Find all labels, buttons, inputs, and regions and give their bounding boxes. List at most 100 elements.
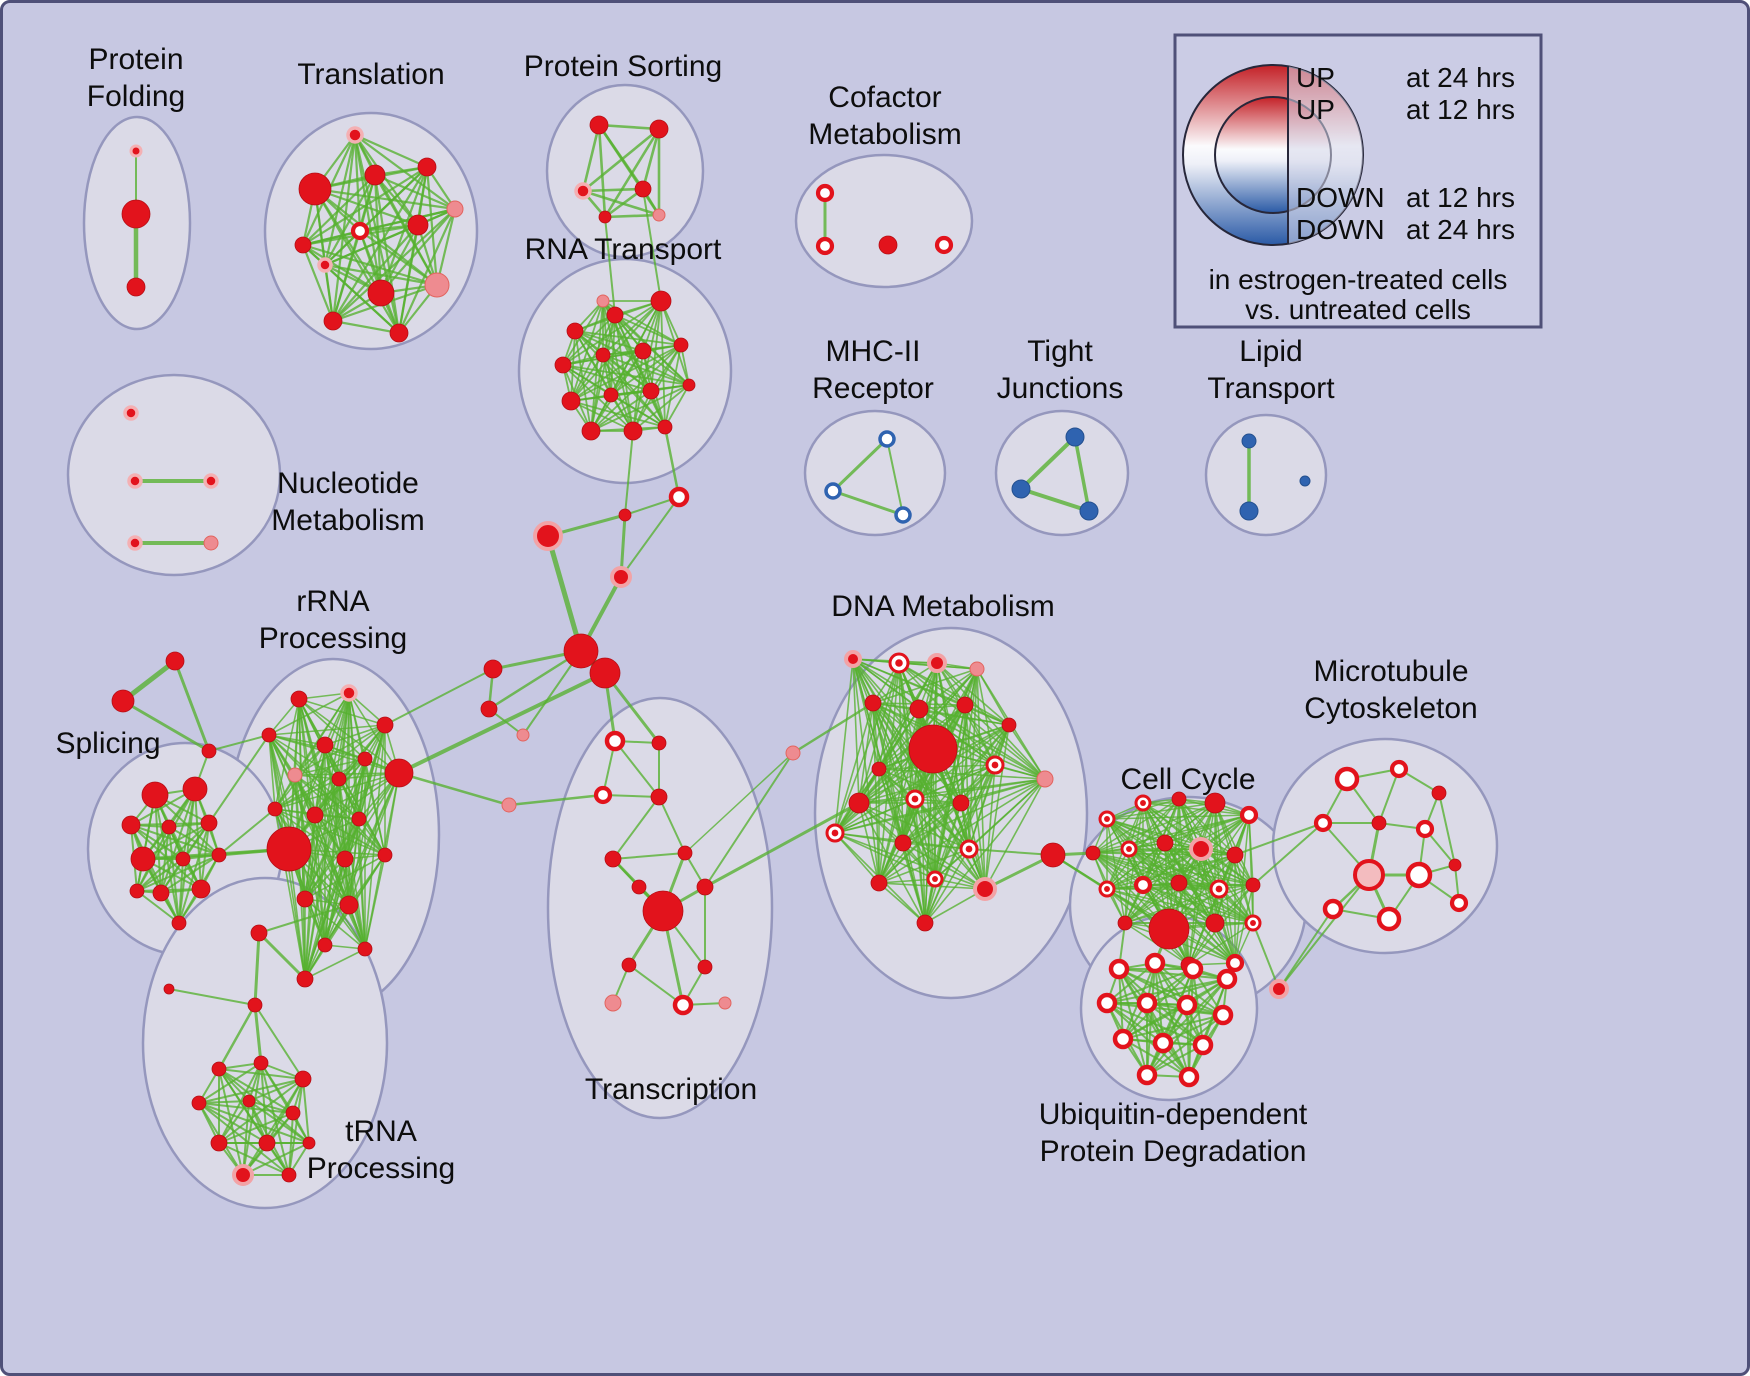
network-edge bbox=[614, 740, 660, 798]
network-edge bbox=[323, 207, 457, 267]
network-edge bbox=[872, 662, 938, 704]
network-edge bbox=[136, 858, 184, 892]
network-edge bbox=[1122, 1014, 1224, 1040]
network-edge bbox=[1378, 768, 1400, 824]
network-edge bbox=[314, 814, 386, 856]
network-edge bbox=[620, 496, 680, 578]
network-node bbox=[668, 486, 690, 508]
network-node bbox=[191, 879, 211, 899]
network-node bbox=[1001, 717, 1017, 733]
network-edge bbox=[703, 801, 861, 889]
network-node bbox=[367, 279, 395, 307]
network-node-core bbox=[895, 659, 903, 667]
network-edge bbox=[831, 437, 889, 493]
network-node bbox=[650, 788, 668, 806]
network-edge bbox=[373, 173, 401, 335]
network-node bbox=[1182, 958, 1204, 980]
network-edge bbox=[878, 768, 936, 880]
network-edge bbox=[304, 948, 366, 980]
network-edge bbox=[852, 658, 880, 884]
network-edge bbox=[268, 724, 386, 736]
network-node bbox=[232, 1164, 254, 1186]
network-node bbox=[285, 1105, 301, 1121]
network-edge bbox=[858, 802, 926, 924]
network-edge bbox=[218, 1112, 294, 1144]
network-node bbox=[281, 1167, 297, 1183]
network-node bbox=[642, 382, 660, 400]
network-edge bbox=[198, 1102, 294, 1114]
network-edge bbox=[331, 133, 357, 323]
network-node bbox=[864, 694, 882, 712]
network-edge bbox=[198, 1100, 250, 1104]
network-node bbox=[516, 728, 530, 742]
network-node bbox=[952, 794, 970, 812]
network-edge bbox=[834, 832, 936, 880]
network-edge bbox=[570, 300, 604, 402]
network-node bbox=[1108, 958, 1130, 980]
network-node bbox=[1040, 842, 1066, 868]
network-edge bbox=[878, 878, 936, 884]
network-node bbox=[161, 819, 177, 835]
network-edge bbox=[1073, 435, 1091, 513]
network-edge bbox=[1118, 968, 1228, 980]
network-edge bbox=[590, 344, 682, 432]
network-node bbox=[424, 272, 450, 298]
network-node-core bbox=[1215, 885, 1223, 893]
network-edge bbox=[218, 808, 276, 856]
network-node bbox=[446, 200, 464, 218]
network-node bbox=[815, 183, 835, 203]
network-edge bbox=[964, 704, 1046, 780]
network-node bbox=[191, 1095, 207, 1111]
network-edge bbox=[1106, 968, 1194, 1004]
network-edge bbox=[324, 858, 346, 946]
network-edge bbox=[581, 187, 645, 193]
network-node bbox=[909, 699, 929, 719]
network-node bbox=[815, 236, 835, 256]
network-node bbox=[672, 994, 694, 1016]
network-edge bbox=[1234, 822, 1324, 856]
network-edge bbox=[1200, 848, 1236, 964]
network-node bbox=[261, 727, 277, 743]
network-edge bbox=[304, 898, 366, 950]
network-edge bbox=[1128, 848, 1236, 856]
network-node bbox=[182, 776, 208, 802]
network-node bbox=[1241, 433, 1257, 449]
legend-up12-time: at 12 hrs bbox=[1406, 94, 1515, 125]
network-edge bbox=[602, 794, 660, 798]
network-node-core bbox=[1104, 816, 1110, 822]
network-edge bbox=[924, 764, 996, 924]
network-node bbox=[878, 235, 898, 255]
network-edge bbox=[384, 668, 494, 726]
network-node bbox=[631, 879, 647, 895]
network-node bbox=[1448, 858, 1462, 872]
network-node bbox=[1353, 859, 1385, 891]
network-node bbox=[596, 294, 610, 308]
network-edge bbox=[872, 702, 926, 924]
network-node bbox=[1405, 861, 1433, 889]
network-edge bbox=[902, 802, 962, 844]
network-edge bbox=[1128, 798, 1180, 850]
network-edge bbox=[1092, 802, 1144, 854]
network-edge bbox=[1178, 882, 1254, 924]
network-node bbox=[316, 736, 334, 754]
network-edge bbox=[208, 734, 270, 824]
network-edge bbox=[614, 314, 634, 432]
network-node bbox=[323, 311, 343, 331]
network-node bbox=[1065, 427, 1085, 447]
network-edge bbox=[704, 752, 794, 888]
network-edge bbox=[658, 796, 686, 854]
network-edge bbox=[831, 489, 905, 517]
network-edge bbox=[603, 213, 661, 219]
network-edge bbox=[294, 758, 366, 776]
network-node bbox=[1079, 501, 1099, 521]
node-layer bbox=[111, 115, 1469, 1186]
legend-up24-label: UP bbox=[1296, 62, 1335, 93]
network-edge bbox=[136, 888, 202, 892]
network-node bbox=[130, 846, 156, 872]
network-node bbox=[1371, 815, 1387, 831]
network-node-core bbox=[911, 795, 919, 803]
network-node bbox=[1334, 766, 1360, 792]
